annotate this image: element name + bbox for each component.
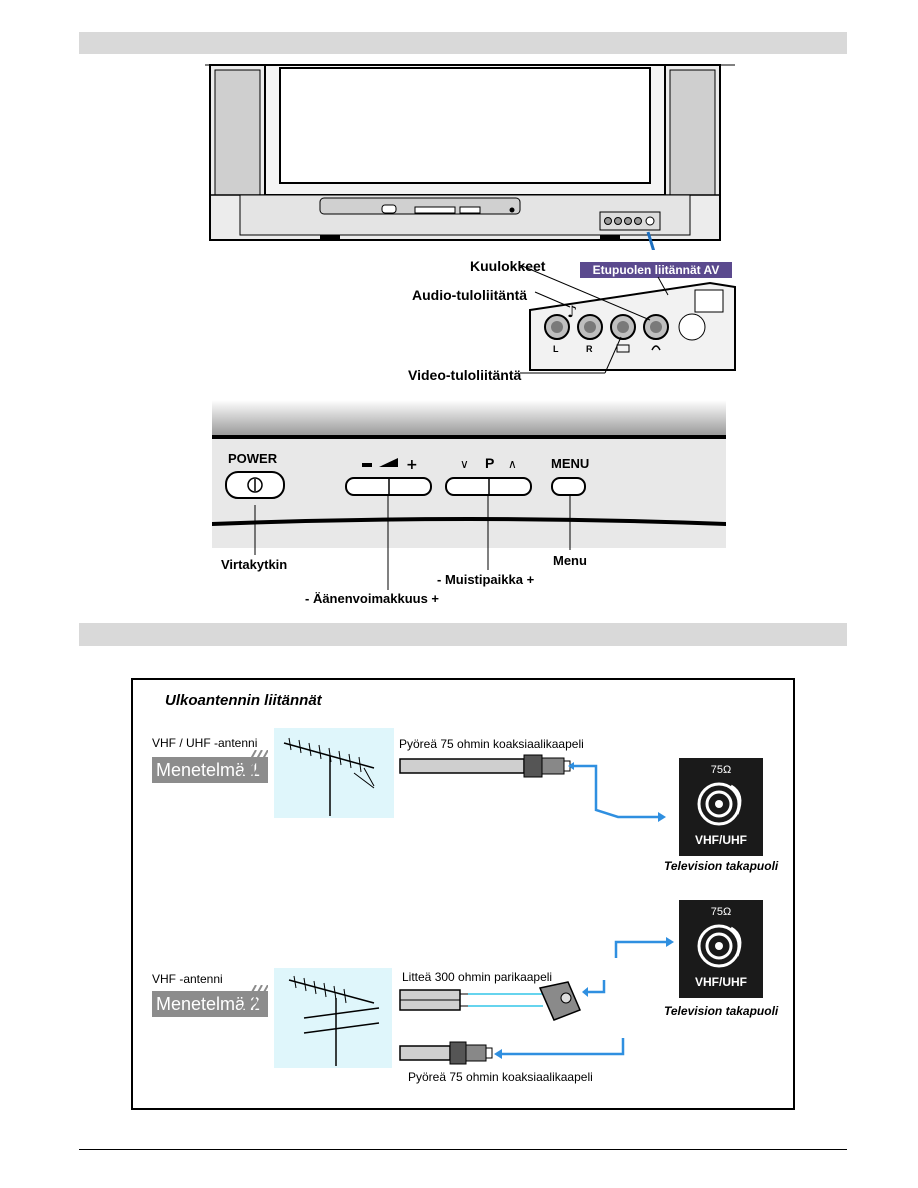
menu-caption: Menu [553, 553, 587, 568]
video-input-label: Video-tuloliitäntä [408, 367, 522, 383]
method2-vhf-uhf-label: VHF/UHF [695, 975, 747, 989]
method1-antenna-image [274, 728, 394, 818]
control-callout-lines [254, 495, 571, 590]
antenna-connection-box [131, 678, 795, 1110]
program-p-label: P [485, 455, 495, 471]
av-badge-text: Etupuolen liitännät AV [592, 263, 720, 277]
method2-ohm-label: 75Ω [710, 906, 732, 918]
menu-button-label: MENU [551, 456, 590, 471]
section-header-bar-2 [79, 623, 847, 646]
audio-input-label: Audio-tuloliitäntä [412, 287, 528, 303]
method1-stripes [238, 750, 268, 782]
svg-text:♪: ♪ [567, 302, 577, 321]
method2-antenna-label: VHF -antenni [152, 972, 223, 986]
section-header-bar [79, 32, 847, 54]
method2-socket-icon [697, 924, 742, 968]
method2-stripes [238, 985, 268, 1017]
svg-text:+: + [406, 457, 418, 473]
method1-ohm-label: 75Ω [710, 764, 732, 776]
method2-cable-diagram [399, 980, 606, 1021]
method1-cable-label: Pyöreä 75 ohmin koaksiaalikaapeli [399, 737, 584, 751]
av-badge: Etupuolen liitännät AV [580, 262, 732, 278]
svg-text:∨: ∨ [460, 457, 469, 471]
method2-round-cable-label: Pyöreä 75 ohmin koaksiaalikaapeli [408, 1070, 593, 1084]
jack-r-label: R [586, 344, 593, 354]
svg-text:∧: ∧ [508, 457, 517, 471]
power-button-label: POWER [228, 451, 278, 466]
method1-rear-caption: Television takapuoli [664, 859, 779, 873]
antenna-title: Ulkoantennin liitännät [165, 692, 322, 709]
control-panel-illustration: + ∨ ∧ [212, 400, 726, 548]
volume-caption: - Äänenvoimakkuus + [305, 591, 440, 606]
headphones-label: Kuulokkeet [470, 258, 546, 274]
jack-l-label: L [553, 344, 559, 354]
method2-upper-arrow [614, 937, 674, 958]
method2-flat-cable-label: Litteä 300 ohmin parikaapeli [402, 970, 553, 984]
method2-round-cable-diagram [399, 1038, 625, 1065]
method2-rear-socket-panel: 75Ω VHF/UHF [679, 900, 763, 998]
footer-rule [79, 1149, 847, 1150]
method1-antenna-label: VHF / UHF -antenni [152, 736, 258, 750]
power-switch-caption: Virtakytkin [221, 557, 288, 572]
method2-antenna-image [274, 968, 392, 1068]
tv-front-illustration [205, 64, 735, 250]
front-jacks-diagram: ♪ L R [519, 265, 736, 374]
method1-vhf-uhf-label: VHF/UHF [695, 833, 747, 847]
method2-badge: Menetelmä 2 [152, 991, 268, 1017]
program-memory-caption: - Muistipaikka + [437, 572, 535, 587]
method1-cable-diagram [399, 754, 666, 822]
method1-rear-socket-panel: 75Ω VHF/UHF [679, 758, 763, 856]
method2-rear-caption: Television takapuoli [664, 1004, 779, 1018]
method1-socket-icon [697, 782, 742, 826]
